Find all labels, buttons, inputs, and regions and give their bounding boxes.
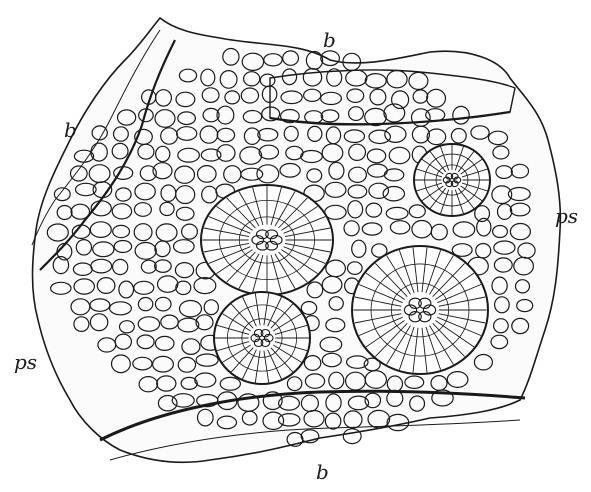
- label-b-bottom: b: [316, 462, 329, 482]
- vascular-bundle-bottom-left: [214, 292, 310, 384]
- vascular-bundle-large-left: [201, 185, 333, 295]
- label-ps-right: ps: [555, 206, 578, 226]
- label-ps-left: ps: [14, 352, 37, 372]
- vascular-bundle-large-right: [352, 246, 488, 374]
- label-b-top: b: [323, 30, 336, 50]
- vascular-bundle-small-top-right: [414, 144, 490, 216]
- label-b-left: b: [64, 120, 77, 140]
